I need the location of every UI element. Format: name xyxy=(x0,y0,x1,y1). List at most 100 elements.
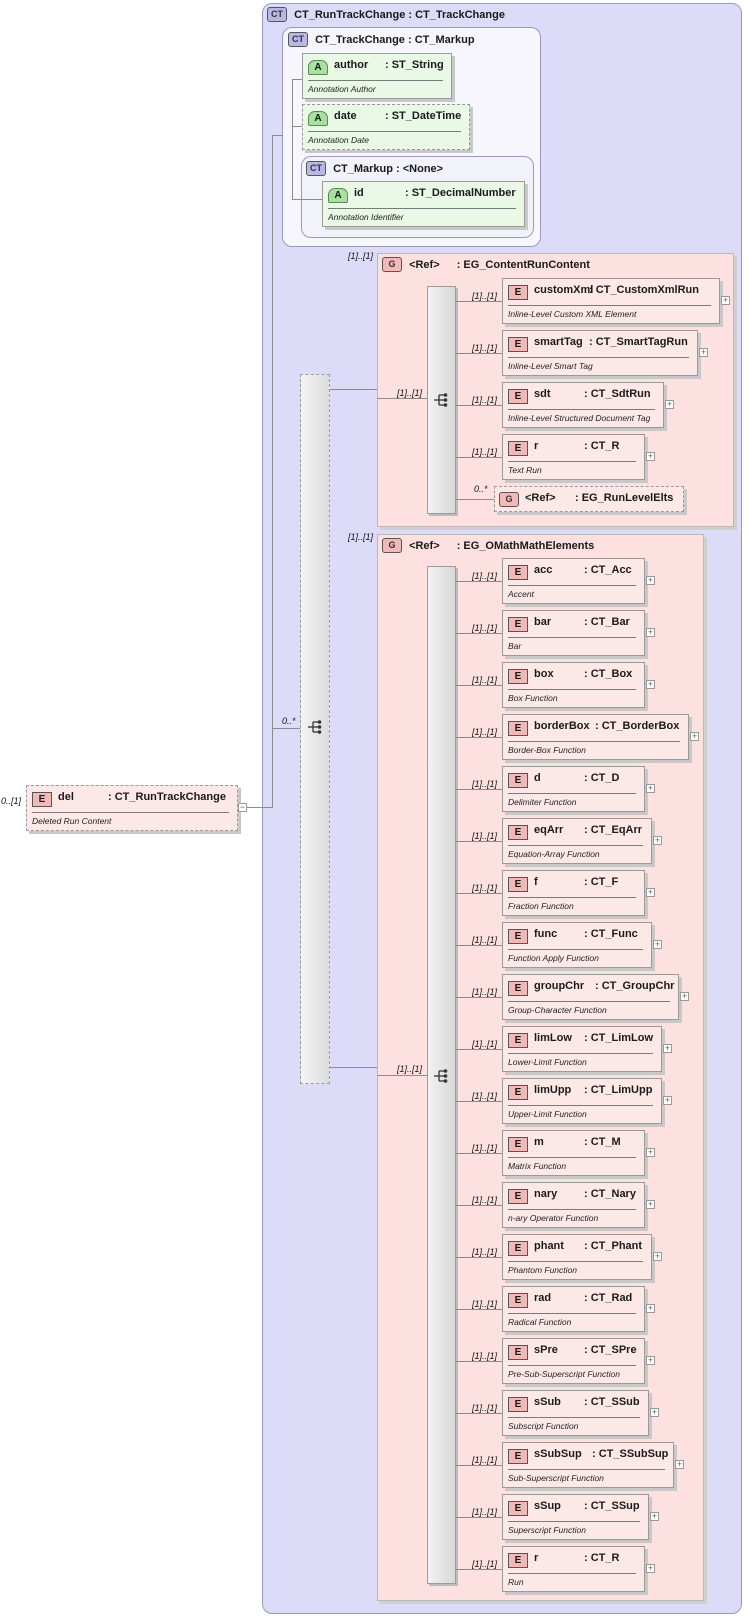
expand-button[interactable]: + xyxy=(646,1303,655,1313)
element-name: groupChr xyxy=(534,980,585,992)
group-content-cardinality: [1]..[1] xyxy=(348,251,374,261)
element-cardinality: [1]..[1] xyxy=(472,343,498,353)
element-icon: E xyxy=(508,1345,528,1360)
group-ref-run-level-elts[interactable]: G <Ref> : EG_RunLevelElts xyxy=(494,486,684,512)
element-name: m xyxy=(534,1136,544,1148)
expand-button[interactable]: + xyxy=(675,1459,684,1469)
expand-button[interactable]: + xyxy=(646,1563,655,1573)
expand-button[interactable]: + xyxy=(646,1199,655,1209)
element-description: Sub-Superscript Function xyxy=(508,1473,604,1483)
choice-compositor[interactable] xyxy=(300,374,330,1084)
element-name: r xyxy=(534,1552,539,1564)
attribute-author[interactable]: A author : ST_String Annotation Author xyxy=(302,53,452,99)
group-name: : EG_OMathMathElements xyxy=(456,539,595,552)
element-cardinality: [1]..[1] xyxy=(472,1091,498,1101)
element-type: : CT_RunTrackChange xyxy=(108,791,226,803)
element-name: box xyxy=(534,668,554,680)
expand-button[interactable]: + xyxy=(663,1043,672,1053)
element-description: Inline-Level Custom XML Element xyxy=(508,309,637,319)
sequence-icon xyxy=(434,393,448,407)
element-name: acc xyxy=(534,564,553,576)
separator xyxy=(508,1209,636,1210)
element-description: Run xyxy=(508,1577,524,1587)
expand-button[interactable]: + xyxy=(690,731,699,741)
connector xyxy=(456,353,502,354)
separator xyxy=(508,1573,636,1574)
expand-button[interactable]: + xyxy=(721,295,730,305)
element-name: func xyxy=(534,928,558,940)
element-del[interactable]: E del : CT_RunTrackChange Deleted Run Co… xyxy=(26,785,238,831)
expand-button[interactable]: + xyxy=(646,451,655,461)
expand-button[interactable]: + xyxy=(646,1147,655,1157)
expand-button[interactable]: + xyxy=(646,575,655,585)
element-type: : CT_BorderBox xyxy=(595,720,680,732)
group-name: : EG_ContentRunContent xyxy=(456,258,590,271)
expand-button[interactable]: + xyxy=(646,887,655,897)
expand-button[interactable]: + xyxy=(653,835,662,845)
connector xyxy=(456,1049,502,1050)
expand-button[interactable]: + xyxy=(653,939,662,949)
element-type: : CT_M xyxy=(584,1136,621,1148)
expand-button[interactable]: + xyxy=(665,399,674,409)
expand-button[interactable]: + xyxy=(646,783,655,793)
expand-button[interactable]: + xyxy=(663,1095,672,1105)
element-description: Inline-Level Smart Tag xyxy=(508,361,593,371)
separator xyxy=(508,357,689,358)
attribute-id[interactable]: A id : ST_DecimalNumber Annotation Ident… xyxy=(322,181,525,227)
expand-button[interactable]: + xyxy=(650,1511,659,1521)
sequence-compositor[interactable] xyxy=(427,566,456,1584)
element-icon: E xyxy=(508,285,528,300)
expand-button[interactable]: + xyxy=(646,1355,655,1365)
ct-markup-header: CT CT_Markup : <None> xyxy=(306,161,443,176)
connector xyxy=(456,1309,502,1310)
element-name: eqArr xyxy=(534,824,564,836)
element-description: Text Run xyxy=(508,465,542,475)
element-cardinality: [1]..[1] xyxy=(472,1403,498,1413)
expand-button[interactable]: + xyxy=(653,1251,662,1261)
expand-button[interactable]: + xyxy=(646,627,655,637)
element-cardinality: [1]..[1] xyxy=(472,1299,498,1309)
expand-button[interactable]: + xyxy=(680,991,689,1001)
group-math-header[interactable]: G <Ref> : EG_OMathMathElements xyxy=(382,538,594,553)
separator xyxy=(508,637,636,638)
element-type: : CT_SSubSup xyxy=(592,1448,669,1460)
element-description: Function Apply Function xyxy=(508,953,599,963)
expand-button[interactable]: + xyxy=(646,679,655,689)
element-type: : CT_LimLow xyxy=(584,1032,654,1044)
element-icon: E xyxy=(32,792,52,807)
attribute-description: Annotation Date xyxy=(308,135,369,145)
connector xyxy=(456,841,502,842)
element-cardinality: [1]..[1] xyxy=(472,1559,498,1569)
expand-button[interactable]: + xyxy=(650,1407,659,1417)
group-content-header[interactable]: G <Ref> : EG_ContentRunContent xyxy=(382,257,590,272)
expand-button[interactable]: + xyxy=(699,347,708,357)
connector xyxy=(292,199,322,200)
collapse-button[interactable]: − xyxy=(238,802,247,812)
separator xyxy=(508,305,711,306)
attribute-date[interactable]: A date : ST_DateTime Annotation Date xyxy=(302,104,470,150)
